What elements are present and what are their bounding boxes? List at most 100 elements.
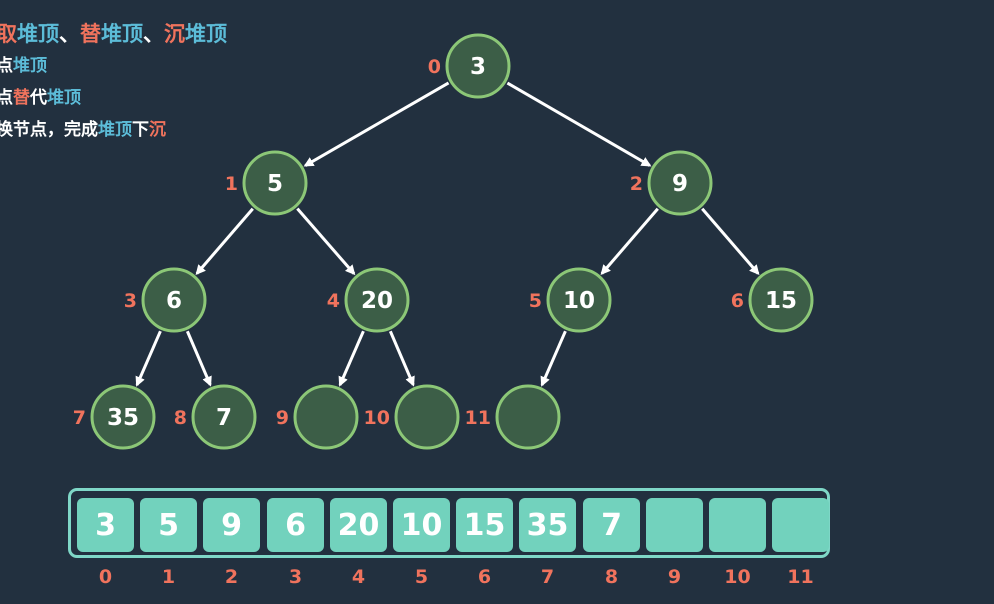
step-line-3: 换节点，完成堆顶下沉 bbox=[0, 114, 227, 146]
node-index-label: 11 bbox=[465, 407, 491, 429]
array-index-label: 3 bbox=[288, 566, 303, 588]
tree-node-8: 78 bbox=[174, 384, 257, 450]
step-text: 堆顶 bbox=[98, 120, 132, 140]
node-circle bbox=[495, 384, 561, 450]
array-cell-11 bbox=[772, 498, 829, 552]
edge-4-9 bbox=[338, 330, 365, 387]
step-text: 沉 bbox=[164, 22, 185, 46]
step-instructions: 取堆顶、替堆顶、沉堆顶点堆顶点替代堆顶换节点，完成堆顶下沉 bbox=[0, 18, 227, 146]
step-text: 代 bbox=[30, 88, 47, 108]
step-text: 下 bbox=[132, 120, 149, 140]
array-index-label: 9 bbox=[667, 566, 682, 588]
node-circle bbox=[748, 267, 814, 333]
tree-node-3: 63 bbox=[124, 267, 207, 333]
edge-0-1 bbox=[303, 81, 450, 167]
array-index-label: 1 bbox=[161, 566, 176, 588]
node-index-label: 9 bbox=[276, 407, 289, 429]
array-index-label: 5 bbox=[414, 566, 429, 588]
array-index-label: 8 bbox=[604, 566, 619, 588]
node-value: 5 bbox=[267, 171, 283, 197]
tree-node-6: 15 6 bbox=[731, 267, 814, 333]
edge-3-7 bbox=[135, 330, 162, 387]
edge-2-6 bbox=[701, 207, 760, 276]
tree-node-4: 20 4 bbox=[327, 267, 410, 333]
edge-2-5 bbox=[600, 207, 659, 276]
tree-node-0: 30 bbox=[428, 33, 511, 99]
node-circle bbox=[546, 267, 612, 333]
step-text: 取 bbox=[0, 22, 17, 46]
tree-node-7: 35 7 bbox=[73, 384, 156, 450]
step-text: 替 bbox=[80, 22, 101, 46]
step-text: 堆顶 bbox=[13, 56, 47, 76]
tree-node-2: 92 bbox=[630, 150, 713, 216]
node-value: 3 bbox=[470, 54, 486, 80]
step-text: 堆顶 bbox=[185, 22, 227, 46]
edge-1-4 bbox=[296, 207, 356, 276]
step-text: 换节点，完成 bbox=[0, 120, 98, 140]
node-index-label: 8 bbox=[174, 407, 187, 429]
node-value: 7 bbox=[216, 405, 232, 431]
step-text: 堆顶 bbox=[101, 22, 143, 46]
tree-node-1: 51 bbox=[225, 150, 308, 216]
array-cell-0: 3 bbox=[77, 498, 134, 552]
node-circle bbox=[242, 150, 308, 216]
node-index-label: 7 bbox=[73, 407, 86, 429]
node-value: 35 bbox=[107, 405, 139, 431]
node-circle bbox=[191, 384, 257, 450]
node-index-label: 0 bbox=[428, 56, 441, 78]
tree-node-11: 11 bbox=[465, 384, 561, 450]
array-index-label: 7 bbox=[540, 566, 555, 588]
array-index-label: 10 bbox=[724, 566, 751, 588]
step-text: 、 bbox=[59, 22, 80, 46]
node-circle bbox=[344, 267, 410, 333]
array-cell-9 bbox=[646, 498, 703, 552]
array-index-label: 2 bbox=[224, 566, 239, 588]
array-index-label: 0 bbox=[98, 566, 113, 588]
tree-node-10: 10 bbox=[364, 384, 460, 450]
step-text: 、 bbox=[143, 22, 164, 46]
array-cell-6: 15 bbox=[456, 498, 513, 552]
step-line-2: 点替代堆顶 bbox=[0, 82, 227, 114]
node-index-label: 3 bbox=[124, 290, 137, 312]
step-text: 替 bbox=[13, 88, 30, 108]
step-text: 堆顶 bbox=[47, 88, 81, 108]
node-index-label: 5 bbox=[529, 290, 542, 312]
array-cell-2: 9 bbox=[203, 498, 260, 552]
node-circle bbox=[293, 384, 359, 450]
node-value: 10 bbox=[563, 288, 595, 314]
array-cell-8: 7 bbox=[583, 498, 640, 552]
array-cell-4: 20 bbox=[330, 498, 387, 552]
node-value: 15 bbox=[765, 288, 797, 314]
node-circle bbox=[647, 150, 713, 216]
array-cell-3: 6 bbox=[267, 498, 324, 552]
array-index-label: 4 bbox=[351, 566, 366, 588]
node-index-label: 1 bbox=[225, 173, 238, 195]
node-circle bbox=[394, 384, 460, 450]
array-cell-5: 10 bbox=[393, 498, 450, 552]
step-text: 点 bbox=[0, 56, 13, 76]
tree-node-9: 9 bbox=[276, 384, 359, 450]
node-index-label: 10 bbox=[364, 407, 390, 429]
node-value: 20 bbox=[361, 288, 393, 314]
node-value: 6 bbox=[166, 288, 182, 314]
array-cell-7: 35 bbox=[519, 498, 576, 552]
edge-3-8 bbox=[185, 330, 212, 387]
array-index-label: 6 bbox=[477, 566, 492, 588]
node-circle bbox=[445, 33, 511, 99]
step-text: 堆顶 bbox=[17, 22, 59, 46]
array-index-label: 11 bbox=[787, 566, 814, 588]
step-text: 点 bbox=[0, 88, 13, 108]
array-cell-10 bbox=[709, 498, 766, 552]
edge-1-3 bbox=[195, 207, 254, 276]
step-line-0: 取堆顶、替堆顶、沉堆顶 bbox=[0, 18, 227, 50]
node-index-label: 4 bbox=[327, 290, 340, 312]
array-cell-1: 5 bbox=[140, 498, 197, 552]
node-index-label: 6 bbox=[731, 290, 744, 312]
node-index-label: 2 bbox=[630, 173, 643, 195]
node-value: 9 bbox=[672, 171, 688, 197]
node-circle bbox=[90, 384, 156, 450]
edge-4-10 bbox=[388, 330, 415, 387]
node-circle bbox=[141, 267, 207, 333]
edge-0-2 bbox=[506, 81, 652, 167]
